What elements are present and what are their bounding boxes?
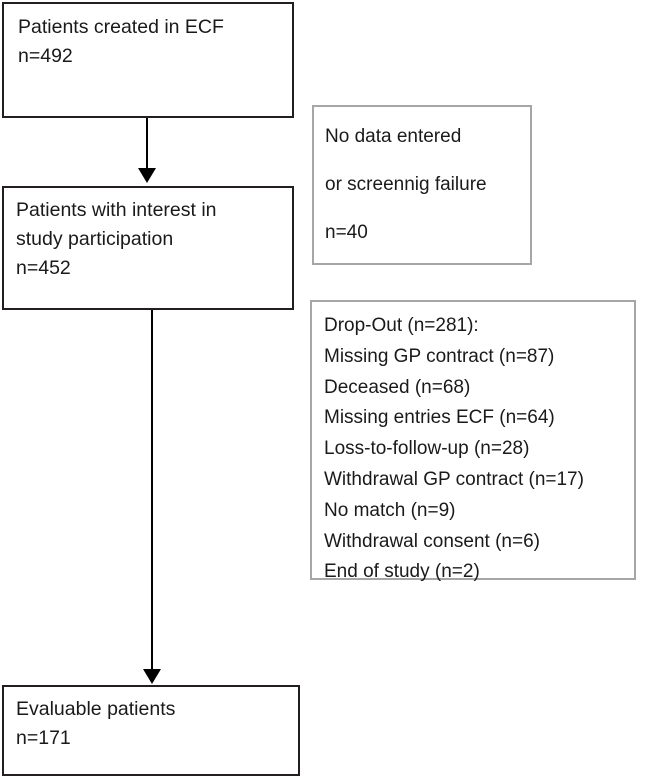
node-dropout-reason: No match (n=9) xyxy=(324,499,456,521)
node-excluded-screening-label-line2: or screennig failure xyxy=(325,174,487,195)
node-evaluable-patients-label: Evaluable patients xyxy=(16,698,176,720)
node-patients-created-count: n=492 xyxy=(18,45,73,67)
node-dropout-reason: End of study (n=2) xyxy=(324,561,480,583)
node-dropout-reason: Withdrawal consent (n=6) xyxy=(324,530,540,552)
node-dropout-reason: Loss-to-follow-up (n=28) xyxy=(324,438,530,460)
node-dropout-header: Drop-Out (n=281): xyxy=(324,315,479,336)
node-evaluable-patients-count: n=171 xyxy=(16,727,71,749)
node-patients-interest-label-line1: Patients with interest in xyxy=(16,199,217,221)
node-excluded-screening-count: n=40 xyxy=(325,222,368,243)
node-dropout-text: Drop-Out (n=281): Missing GP contract (n… xyxy=(324,311,584,588)
node-evaluable-patients xyxy=(2,685,300,776)
node-patients-created-text: Patients created in ECF n=492 xyxy=(18,13,224,71)
arrow-shaft xyxy=(151,310,153,670)
node-patients-created xyxy=(2,2,294,118)
node-excluded-screening-label-line1: No data entered xyxy=(325,126,462,147)
node-excluded-screening-text: No data entered or screennig failure n=4… xyxy=(325,113,487,257)
node-patients-interest-text: Patients with interest in study particip… xyxy=(16,196,217,283)
node-dropout xyxy=(310,300,636,580)
node-dropout-reason: Withdrawal GP contract (n=17) xyxy=(324,468,584,490)
arrow-shaft xyxy=(146,118,148,170)
node-dropout-reason: Missing GP contract (n=87) xyxy=(324,345,555,367)
node-dropout-reason: Missing entries ECF (n=64) xyxy=(324,407,555,429)
node-evaluable-patients-text: Evaluable patients n=171 xyxy=(16,695,175,753)
node-patients-interest-label-line2: study participation xyxy=(16,228,174,250)
arrow-head-icon xyxy=(138,168,156,183)
node-dropout-reason: Deceased (n=68) xyxy=(324,376,471,398)
node-patients-interest-count: n=452 xyxy=(16,257,71,279)
node-patients-interest xyxy=(2,186,294,310)
arrow-head-icon xyxy=(143,669,161,684)
node-patients-created-label: Patients created in ECF xyxy=(18,16,224,38)
node-excluded-screening xyxy=(312,105,532,265)
